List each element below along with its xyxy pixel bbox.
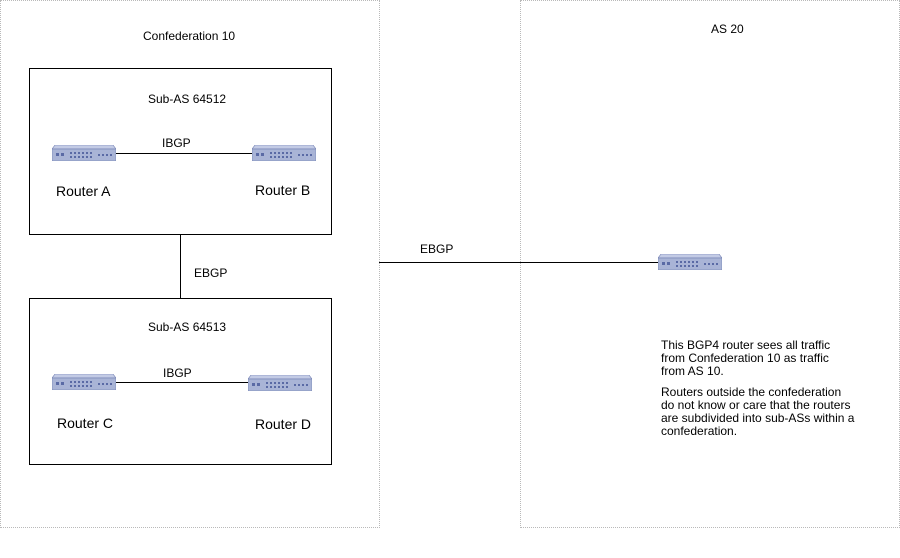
ebgp-link-as20: [379, 262, 659, 263]
router-a-label: Router A: [56, 183, 111, 199]
ebgp-label-as20: EBGP: [420, 242, 454, 256]
router-b-label: Router B: [255, 182, 311, 198]
router-d-icon: [248, 375, 312, 391]
ebgp-label-subas: EBGP: [194, 266, 228, 280]
router-c-icon: [52, 374, 116, 390]
router-c-label: Router C: [57, 415, 114, 431]
router-b-icon: [252, 145, 316, 161]
explanation-note: This BGP4 router sees all traffic from C…: [661, 339, 856, 446]
router-a-icon: [52, 145, 116, 161]
as20-title: AS 20: [711, 22, 744, 36]
ibgp-label-bottom: IBGP: [163, 366, 192, 380]
confederation-region: [0, 0, 380, 528]
as20-router-icon: [658, 254, 722, 270]
ibgp-link-bottom: [116, 382, 248, 383]
ebgp-link-subas: [180, 235, 181, 299]
sub-as-64513-title: Sub-AS 64513: [148, 320, 227, 334]
note-paragraph-1: This BGP4 router sees all traffic from C…: [661, 338, 831, 378]
note-paragraph-2: Routers outside the confederation do not…: [661, 385, 855, 438]
router-d-label: Router D: [255, 416, 312, 432]
ibgp-label-top: IBGP: [162, 136, 191, 150]
sub-as-64512-title: Sub-AS 64512: [148, 92, 227, 106]
ibgp-link-top: [116, 153, 252, 154]
confederation-title: Confederation 10: [143, 29, 236, 43]
